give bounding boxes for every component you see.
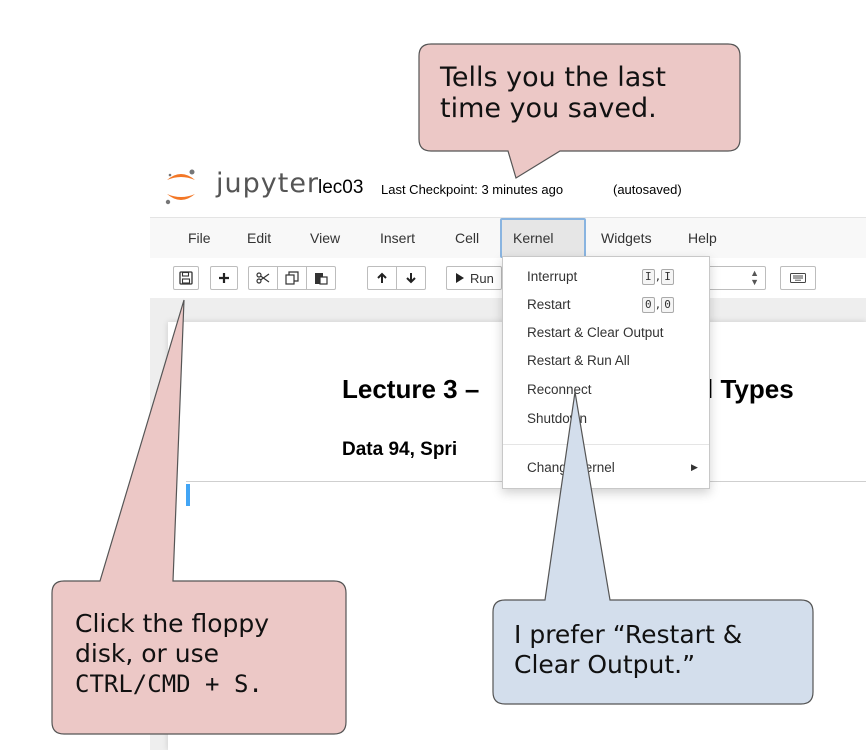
plus-icon xyxy=(219,273,229,283)
paste-button[interactable] xyxy=(306,266,336,290)
menu-widgets[interactable]: Widgets xyxy=(601,230,652,246)
paste-icon xyxy=(315,273,328,285)
callout-line: time you saved. xyxy=(440,93,657,124)
menu-divider xyxy=(503,444,709,445)
menu-kernel[interactable]: Kernel xyxy=(500,218,586,258)
kernel-menu-interrupt[interactable]: Interrupt xyxy=(527,269,578,284)
notebook-heading: Lecture 3 – xyxy=(342,374,480,404)
restart-shortcut: 0,0 xyxy=(642,297,674,313)
jupyter-logo-text: jupyter xyxy=(216,168,320,199)
arrow-up-icon xyxy=(377,272,387,283)
kernel-menu-restart[interactable]: Restart xyxy=(527,297,571,312)
kernel-menu-restart-run-all[interactable]: Restart & Run All xyxy=(527,353,630,368)
save-button[interactable] xyxy=(173,266,199,290)
arrow-down-icon xyxy=(406,273,416,284)
play-icon xyxy=(456,273,464,283)
kernel-menu-restart-clear-output[interactable]: Restart & Clear Output xyxy=(527,325,664,340)
callout-line: Click the floppy xyxy=(75,609,270,638)
callout-shortcut-line: CTRL/CMD + S. xyxy=(75,670,263,698)
kernel-callout-bubble xyxy=(492,391,814,705)
submenu-caret-icon: ▶ xyxy=(691,462,698,472)
callout-line: I prefer “Restart & xyxy=(514,620,743,649)
checkpoint-callout-text: Tells you the last time you saved. xyxy=(440,62,666,124)
menu-file[interactable]: File xyxy=(188,230,211,246)
menu-cell[interactable]: Cell xyxy=(455,230,480,246)
menu-help[interactable]: Help xyxy=(688,230,717,246)
save-callout-text: Click the floppy disk, or use CTRL/CMD +… xyxy=(75,609,269,699)
notebook-heading-tail: l Types xyxy=(706,374,794,404)
menu-view[interactable]: View xyxy=(310,230,341,246)
run-label: Run xyxy=(470,270,494,286)
move-down-button[interactable] xyxy=(396,266,426,290)
keyboard-icon xyxy=(790,273,806,283)
jupyter-logo-icon[interactable] xyxy=(163,166,199,208)
run-button[interactable]: Run xyxy=(446,266,502,290)
last-checkpoint-status: Last Checkpoint: 3 minutes ago xyxy=(381,182,564,197)
save-callout-bubble xyxy=(51,299,347,735)
select-arrows-icon: ▲▼ xyxy=(750,268,759,287)
selected-cell-indicator[interactable] xyxy=(186,484,190,506)
menu-edit[interactable]: Edit xyxy=(247,230,272,246)
scissors-icon xyxy=(256,272,270,284)
copy-icon xyxy=(285,271,299,285)
callout-line: Tells you the last xyxy=(440,62,666,93)
shortcut-key: I xyxy=(661,269,674,285)
interrupt-shortcut: I,I xyxy=(642,269,674,285)
kernel-callout-text: I prefer “Restart & Clear Output.” xyxy=(514,620,742,680)
checkpoint-callout-bubble xyxy=(418,43,741,179)
menu-bar: File Edit View Insert Cell Kernel Widget… xyxy=(150,217,866,259)
move-up-button[interactable] xyxy=(367,266,397,290)
autosave-status: (autosaved) xyxy=(613,182,682,197)
command-palette-button[interactable] xyxy=(780,266,816,290)
copy-button[interactable] xyxy=(277,266,307,290)
shortcut-key: 0 xyxy=(642,297,655,313)
notebook-name[interactable]: lec03 xyxy=(318,177,364,198)
cell-type-select[interactable]: ▲▼ xyxy=(708,266,766,290)
notebook-subheading: Data 94, Spri xyxy=(342,439,458,460)
callout-line: Clear Output.” xyxy=(514,650,696,679)
floppy-disk-icon xyxy=(179,271,193,285)
kernel-dropdown-menu: Interrupt I,I Restart 0,0 Restart & Clea… xyxy=(502,256,710,489)
shortcut-key: I xyxy=(642,269,655,285)
callout-line: disk, or use xyxy=(75,639,219,668)
menu-insert[interactable]: Insert xyxy=(380,230,416,246)
insert-cell-button[interactable] xyxy=(210,266,238,290)
shortcut-key: 0 xyxy=(661,297,674,313)
